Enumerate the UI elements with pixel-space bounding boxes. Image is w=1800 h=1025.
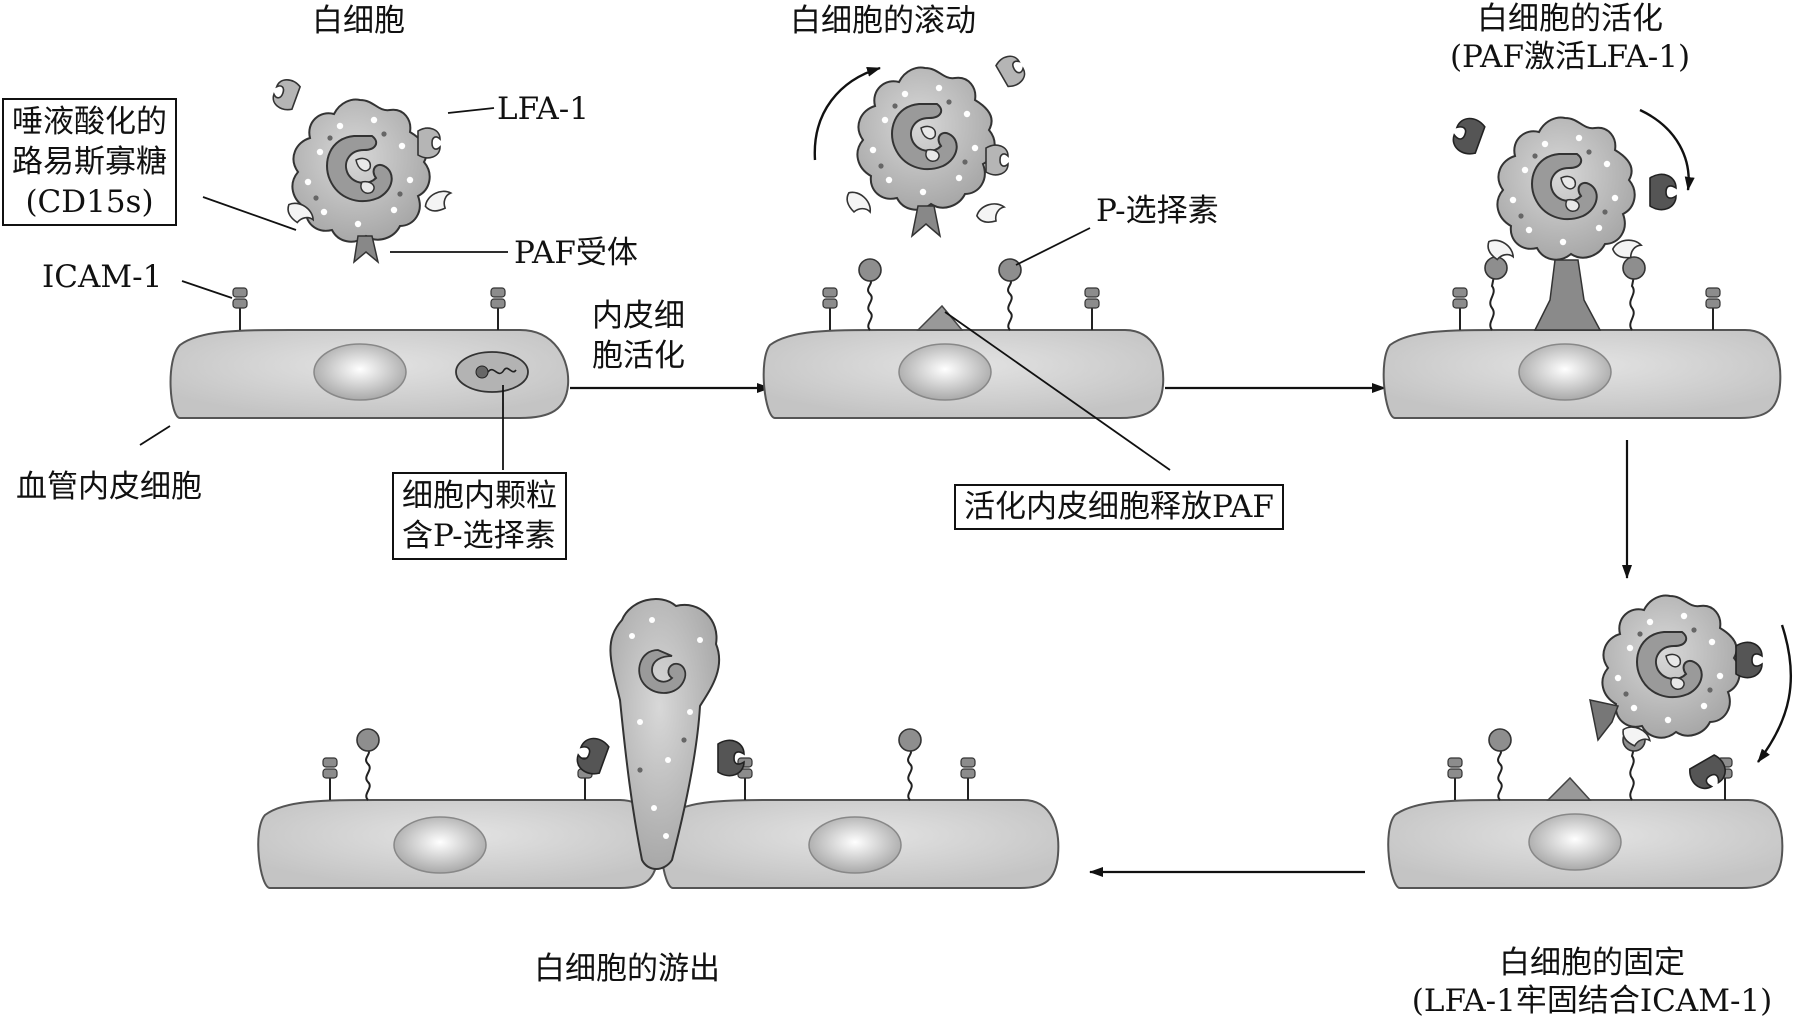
paf-binding-3 xyxy=(1533,259,1602,331)
label-granule-line2: 含P-选择素 xyxy=(402,518,556,554)
label-endo-activation-line1: 内皮细 xyxy=(592,298,685,334)
label-paf-release-box: 活化内皮细胞释放PAF xyxy=(954,484,1284,530)
label-adhesion-sub: (LFA-1牢固结合ICAM-1) xyxy=(1411,983,1773,1019)
label-activation-title: 白细胞的活化 xyxy=(1477,1,1663,37)
paf-receptor-2 xyxy=(910,205,942,238)
label-lfa1: LFA-1 xyxy=(497,91,589,127)
label-endothelial-cell: 血管内皮细胞 xyxy=(16,469,202,505)
label-endo-activation: 内皮细 胞活化 xyxy=(592,296,685,376)
paf-bump-2 xyxy=(916,304,964,331)
label-sialyl-lewis-line3: (CD15s) xyxy=(25,184,154,220)
weibel-palade-granule xyxy=(455,351,529,393)
label-paf-receptor: PAF受体 xyxy=(514,235,638,271)
leukocyte-2 xyxy=(856,66,996,211)
leukocyte-4 xyxy=(1601,594,1741,739)
label-granule-line1: 细胞内颗粒 xyxy=(402,478,557,514)
label-p-selectin: P-选择素 xyxy=(1096,193,1219,229)
label-rolling: 白细胞的滚动 xyxy=(790,3,976,39)
paf-bump-4 xyxy=(1546,776,1592,801)
label-sialyl-lewis-line1: 唾液酸化的 xyxy=(12,104,167,140)
label-icam1: ICAM-1 xyxy=(42,259,163,295)
leukocyte-5 xyxy=(609,597,721,870)
paf-receptor-1 xyxy=(352,235,380,265)
label-activation-sub: (PAF激活LFA-1) xyxy=(1449,39,1691,75)
label-leukocyte: 白细胞 xyxy=(312,3,405,39)
label-adhesion-title: 白细胞的固定 xyxy=(1499,945,1685,981)
label-granule-box: 细胞内颗粒 含P-选择素 xyxy=(392,472,567,560)
label-endo-activation-line2: 胞活化 xyxy=(592,338,685,374)
leukocyte-3 xyxy=(1496,116,1636,261)
label-sialyl-lewis-line2: 路易斯寡糖 xyxy=(12,144,167,180)
label-adhesion: 白细胞的固定 (LFA-1牢固结合ICAM-1) xyxy=(1392,944,1792,1020)
label-sialyl-lewis-box: 唾液酸化的 路易斯寡糖 (CD15s) xyxy=(2,98,177,226)
label-emigration: 白细胞的游出 xyxy=(534,951,720,987)
label-activation: 白细胞的活化 (PAF激活LFA-1) xyxy=(1430,0,1710,76)
